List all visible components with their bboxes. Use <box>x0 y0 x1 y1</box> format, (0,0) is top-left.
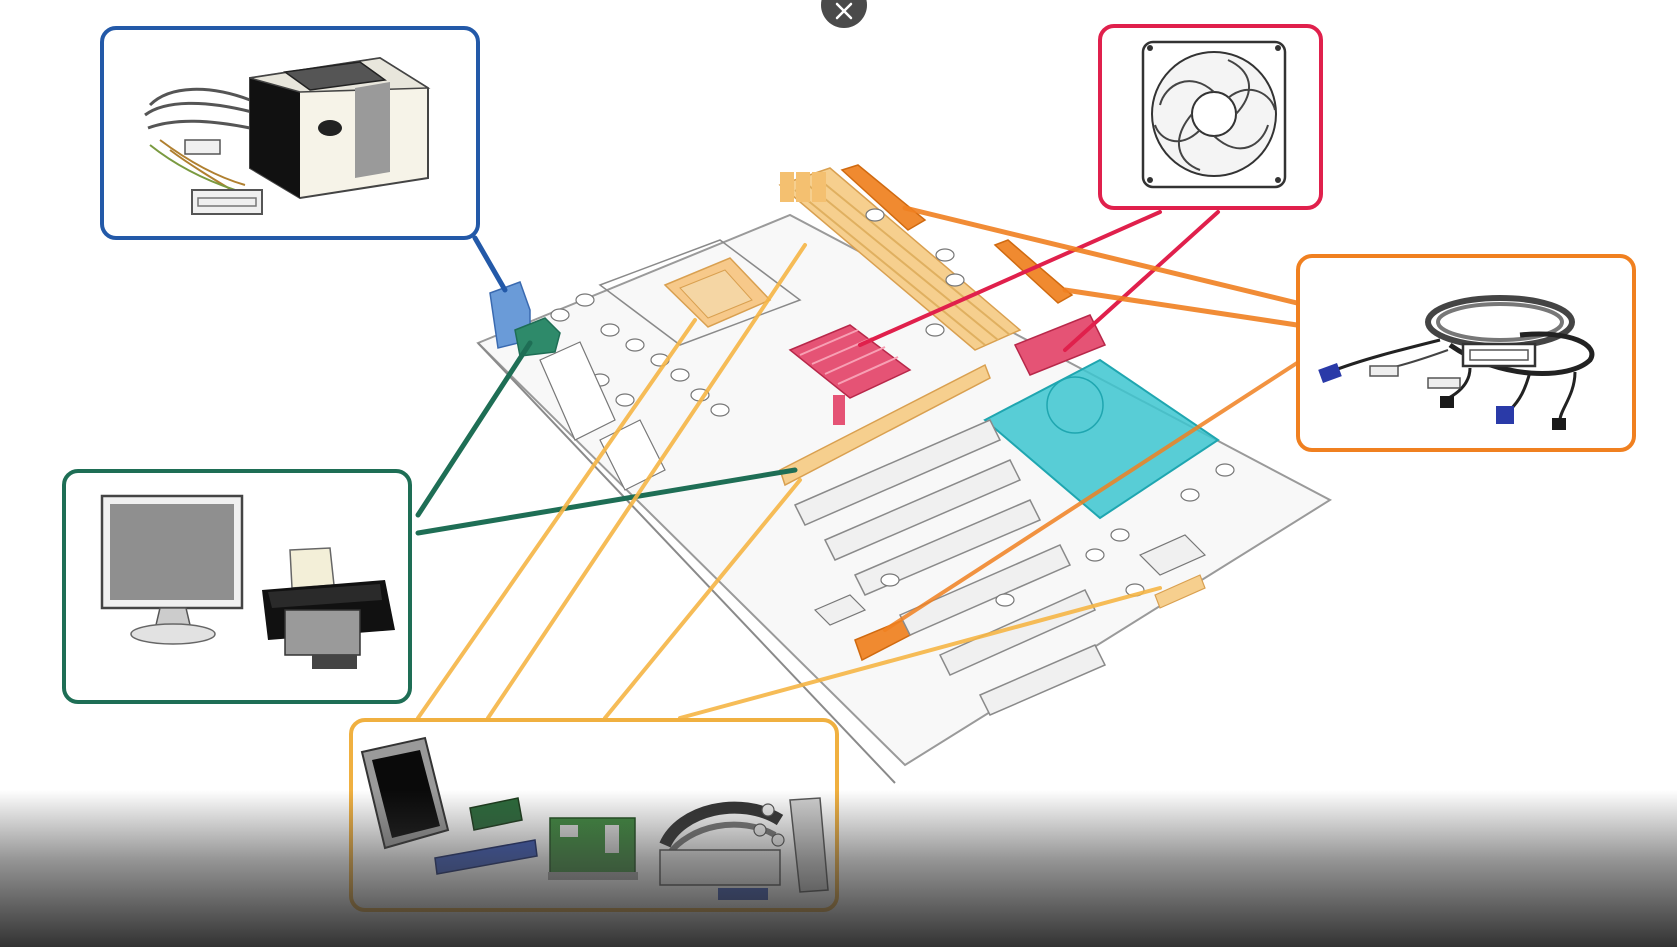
usb-header <box>1154 574 1206 609</box>
monitor-printer-icon <box>100 494 395 669</box>
cpu-socket <box>598 239 802 346</box>
callout-cables-connectors <box>1296 254 1636 452</box>
sata-header <box>993 239 1074 304</box>
callout-power-supply <box>100 26 480 240</box>
callout-cooling-fan <box>1098 24 1323 210</box>
bios-chip <box>1138 534 1207 576</box>
northbridge-heatsink <box>788 324 912 425</box>
power-supply-icon <box>144 56 431 215</box>
pci-slots <box>793 419 1107 716</box>
atx-power-header <box>840 164 927 231</box>
motherboard <box>476 164 1333 784</box>
io-back-panel <box>539 341 666 491</box>
ram-slots <box>778 167 1022 351</box>
close-icon <box>835 2 853 20</box>
fan-icon <box>1141 40 1287 189</box>
capacitors <box>550 208 1235 607</box>
callout-storage-memory-cards <box>349 718 839 912</box>
callout-io-peripherals <box>62 469 412 704</box>
motherboard-pcb <box>476 213 1333 767</box>
leader-lines <box>415 205 1300 720</box>
vrm-heatsink <box>1013 314 1107 376</box>
small-chip <box>813 594 867 626</box>
cables-icon <box>1318 295 1595 430</box>
agp-slot <box>779 363 991 487</box>
